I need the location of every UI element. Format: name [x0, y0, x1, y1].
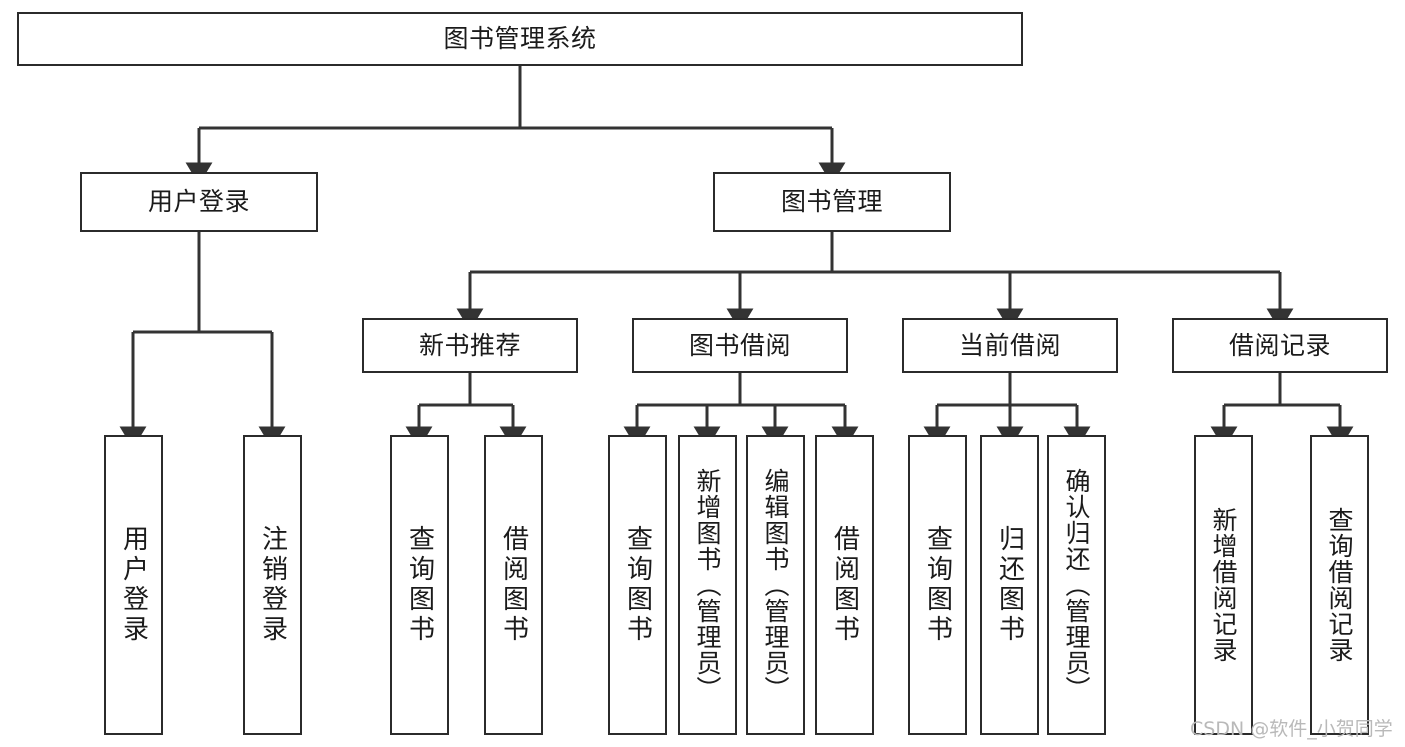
leaf-logout-label: 注销登录	[257, 525, 288, 645]
leaf-edit-book-admin[interactable]: 编辑图书（管理员）	[746, 435, 805, 735]
leaf-borrow-books-borrow-label: 借阅图书	[829, 525, 860, 645]
node-user-login[interactable]: 用户登录	[80, 172, 318, 232]
node-book-borrowing[interactable]: 图书借阅	[632, 318, 848, 373]
node-book-management[interactable]: 图书管理	[713, 172, 951, 232]
leaf-user-login[interactable]: 用户登录	[104, 435, 163, 735]
leaf-query-books-current[interactable]: 查询图书	[908, 435, 967, 735]
leaf-confirm-return-admin-label: 确认归还（管理员）	[1062, 468, 1091, 702]
leaf-borrow-books-new-label: 借阅图书	[498, 525, 529, 645]
node-root-label: 图书管理系统	[443, 24, 597, 54]
leaf-add-book-admin-label: 新增图书（管理员）	[693, 468, 722, 702]
node-current-borrowing-label: 当前借阅	[958, 330, 1061, 360]
leaf-add-book-admin[interactable]: 新增图书（管理员）	[678, 435, 737, 735]
leaf-logout[interactable]: 注销登录	[243, 435, 302, 735]
node-book-borrowing-label: 图书借阅	[688, 330, 791, 360]
node-new-book-recommendation-label: 新书推荐	[418, 330, 521, 360]
leaf-query-borrow-record-label: 查询借阅记录	[1325, 507, 1354, 663]
leaf-add-borrow-record[interactable]: 新增借阅记录	[1194, 435, 1253, 735]
node-borrow-records-label: 借阅记录	[1228, 330, 1331, 360]
leaf-return-books-label: 归还图书	[994, 525, 1025, 645]
leaf-query-books-borrow[interactable]: 查询图书	[608, 435, 667, 735]
leaf-query-books-new-label: 查询图书	[404, 525, 435, 645]
node-new-book-recommendation[interactable]: 新书推荐	[362, 318, 578, 373]
leaf-user-login-label: 用户登录	[118, 525, 149, 645]
leaf-query-books-new[interactable]: 查询图书	[390, 435, 449, 735]
leaf-query-borrow-record[interactable]: 查询借阅记录	[1310, 435, 1369, 735]
node-root[interactable]: 图书管理系统	[17, 12, 1023, 66]
node-borrow-records[interactable]: 借阅记录	[1172, 318, 1388, 373]
leaf-edit-book-admin-label: 编辑图书（管理员）	[761, 468, 790, 702]
leaf-query-books-current-label: 查询图书	[922, 525, 953, 645]
leaf-borrow-books-borrow[interactable]: 借阅图书	[815, 435, 874, 735]
node-user-login-label: 用户登录	[147, 187, 250, 217]
leaf-confirm-return-admin[interactable]: 确认归还（管理员）	[1047, 435, 1106, 735]
leaf-query-books-borrow-label: 查询图书	[622, 525, 653, 645]
node-current-borrowing[interactable]: 当前借阅	[902, 318, 1118, 373]
leaf-add-borrow-record-label: 新增借阅记录	[1209, 507, 1238, 663]
node-book-management-label: 图书管理	[780, 187, 883, 217]
leaf-borrow-books-new[interactable]: 借阅图书	[484, 435, 543, 735]
leaf-return-books[interactable]: 归还图书	[980, 435, 1039, 735]
